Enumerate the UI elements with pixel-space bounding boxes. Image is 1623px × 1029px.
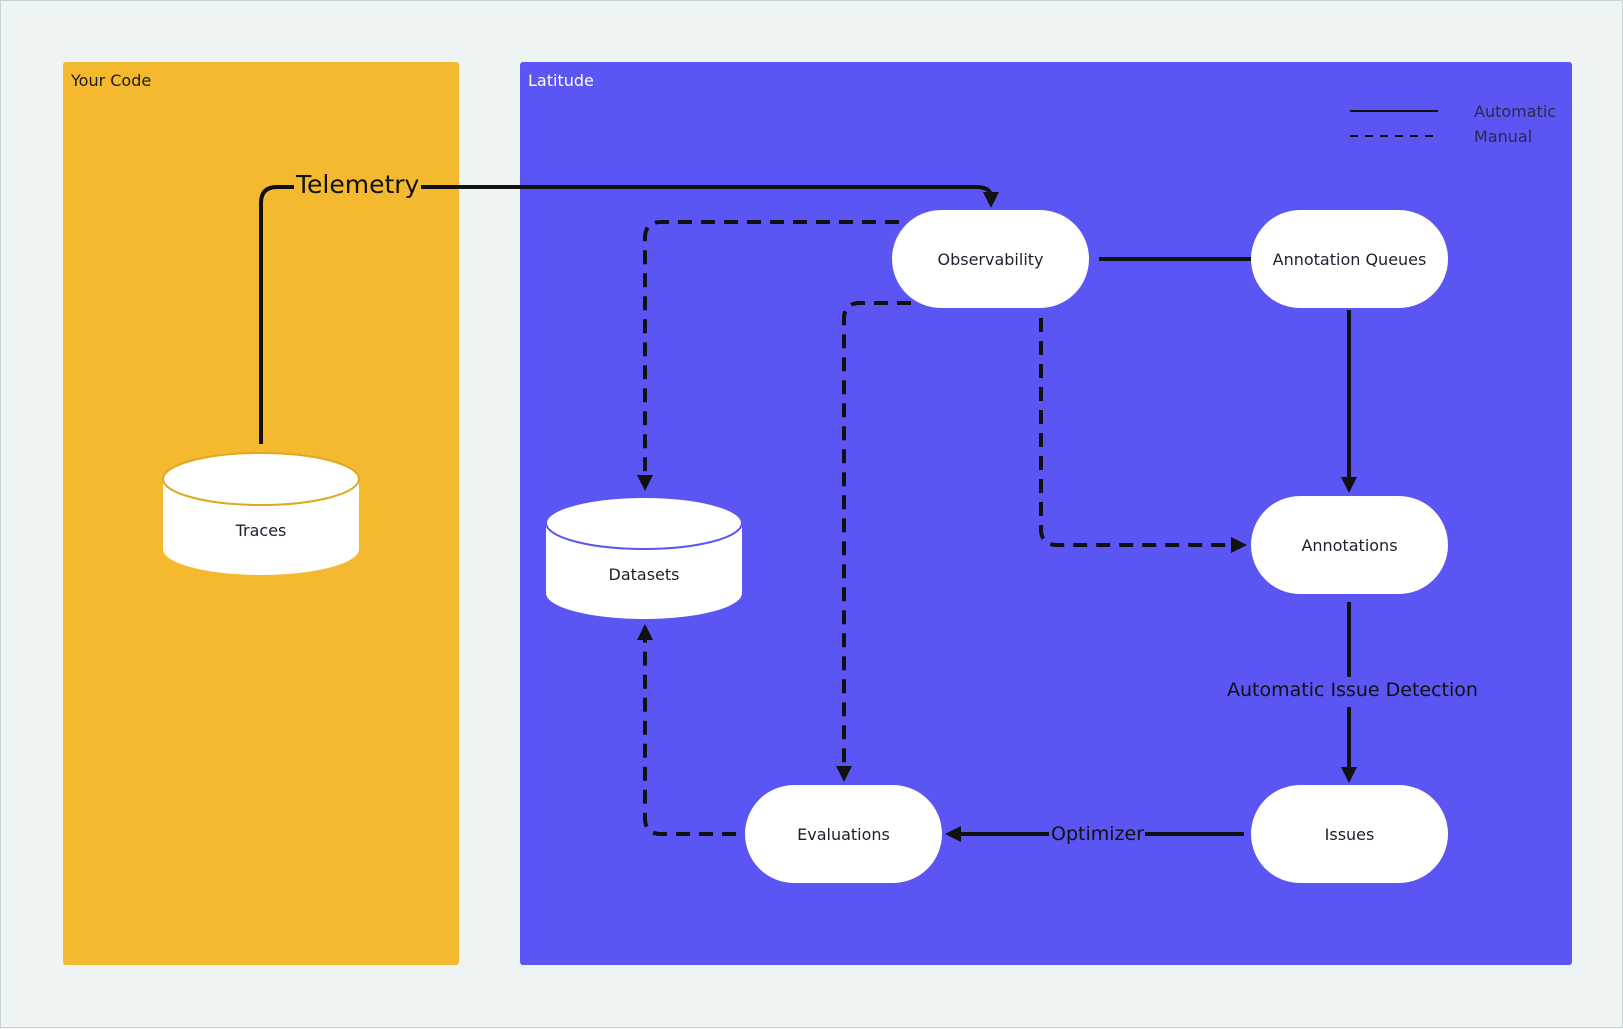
issues-label: Issues [1324,824,1375,844]
edge-observability-evaluations [836,301,911,782]
telemetry-label: Telemetry [294,170,422,199]
annotations-node: Annotations [1251,496,1448,594]
edge-evaluations-datasets [637,624,736,836]
traces-label: Traces [235,521,287,540]
automatic-issue-detection-label: Automatic Issue Detection [1227,679,1478,701]
evaluations-node: Evaluations [745,785,942,883]
annotation-queues-label: Annotation Queues [1272,249,1427,269]
edge-observability-annotations [1039,318,1247,553]
your-code-label: Your Code [71,71,152,90]
annotation-queues-node: Annotation Queues [1251,210,1448,308]
edge-telemetry [259,185,999,444]
edge-observability-datasets [637,220,899,491]
issues-node: Issues [1251,785,1448,883]
observability-node: Observability [892,210,1089,308]
datasets-database: Datasets [544,495,744,621]
legend-manual-label: Manual [1474,127,1533,146]
observability-label: Observability [937,249,1044,269]
datasets-label: Datasets [608,565,680,584]
optimizer-label: Optimizer [1051,823,1145,845]
evaluations-label: Evaluations [797,824,890,844]
traces-database: Traces [161,451,361,577]
latitude-label: Latitude [528,71,594,90]
legend-automatic-label: Automatic [1474,102,1557,121]
annotations-label: Annotations [1301,535,1398,555]
